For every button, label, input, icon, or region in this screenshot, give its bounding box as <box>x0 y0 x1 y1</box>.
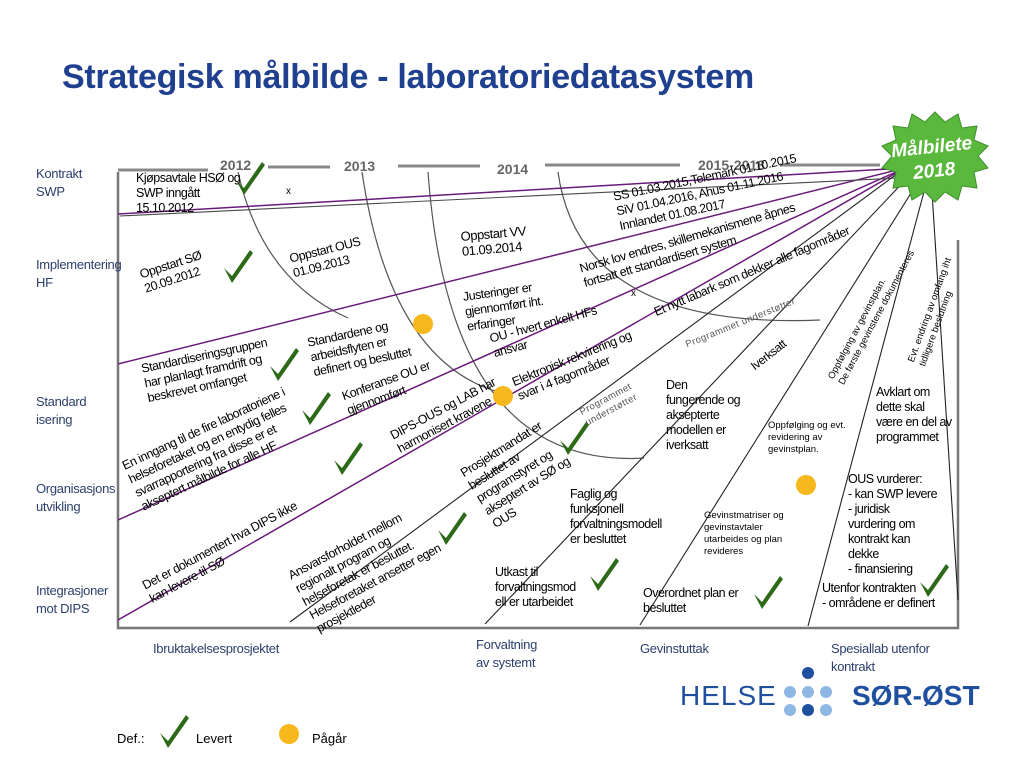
category-label: Kontrakt SWP <box>36 166 83 199</box>
legend-pagar: Pågår <box>312 731 347 746</box>
phase-label: Spesiallab utenfor kontrakt <box>831 641 930 674</box>
year-label: 2012 <box>220 157 252 173</box>
milestone-faglig: Faglig og funksjonell forvaltningsmodell… <box>570 487 662 546</box>
milestone-avklart: Avklart om dette skal være en del av pro… <box>876 385 952 444</box>
time-arc-2015 <box>557 171 821 322</box>
phase-label: Gevinstuttak <box>640 641 709 656</box>
check-icon <box>270 348 299 381</box>
logo-helse: HELSE <box>680 680 777 711</box>
check-icon <box>160 715 189 748</box>
legend-def: Def.: <box>117 731 145 746</box>
milestone-oppstart-vv: Oppstart VV 01.09.2014 <box>460 223 527 259</box>
check-icon <box>920 564 949 597</box>
legend-levert: Levert <box>196 731 233 746</box>
milestone-ous-vurderer: OUS vurderer: - kan SWP levere - juridis… <box>848 472 938 576</box>
x-mark: x <box>631 288 636 299</box>
milestone-gevinstmatriser: Gevinstmatriser og gevinstavtaler utarbe… <box>704 510 784 557</box>
year-label: 2013 <box>344 158 376 174</box>
checkmarks <box>160 162 949 748</box>
milestone-oppfolging-evt: Oppfølging og evt. revidering av gevinst… <box>768 420 846 455</box>
time-arc-2012 <box>237 171 349 319</box>
page-title: Strategisk målbilde - laboratoriedatasys… <box>62 58 754 96</box>
milestone-overordnet: Overordnet plan er besluttet <box>643 586 739 615</box>
check-icon <box>224 250 253 283</box>
check-icon <box>236 162 265 195</box>
time-arc-2014 <box>427 171 645 460</box>
milestone-kjopsavtale: Kjøpsavtale HSØ og SWP inngått 15.10.201… <box>136 171 241 215</box>
check-icon <box>754 576 783 609</box>
target-badge <box>881 111 989 203</box>
category-label: Integrasjoner mot DIPS <box>36 583 108 616</box>
category-label: Standard isering <box>36 394 87 427</box>
diagram-frame <box>116 172 960 630</box>
category-label: Implementering HF <box>36 257 122 290</box>
milestone-den-fungerende: Den fungerende og aksepterte modellen er… <box>666 378 741 452</box>
year-label: 2015-2018 <box>698 157 765 173</box>
phase-label: Forvaltning av systemt <box>476 637 538 670</box>
check-icon <box>438 512 467 545</box>
year-label: 2014 <box>497 161 529 177</box>
logo-dots <box>784 667 832 716</box>
milestone-utenfor: Utenfor kontrakten - områdene er definer… <box>822 581 935 610</box>
check-icon <box>334 442 363 475</box>
check-icon <box>302 392 331 425</box>
check-icon <box>590 558 619 591</box>
logo-sor-ost: SØR-ØST <box>852 680 980 711</box>
x-mark: x <box>286 186 291 197</box>
phase-label: Ibruktakelsesprosjektet <box>153 641 280 656</box>
time-arc-2013 <box>361 171 499 393</box>
category-label: Organisasjons utvikling <box>36 481 116 514</box>
milestone-utkast: Utkast til forvaltningsmod ell er utarbe… <box>495 565 576 609</box>
check-icon <box>560 422 589 455</box>
progress-dots <box>279 314 816 744</box>
